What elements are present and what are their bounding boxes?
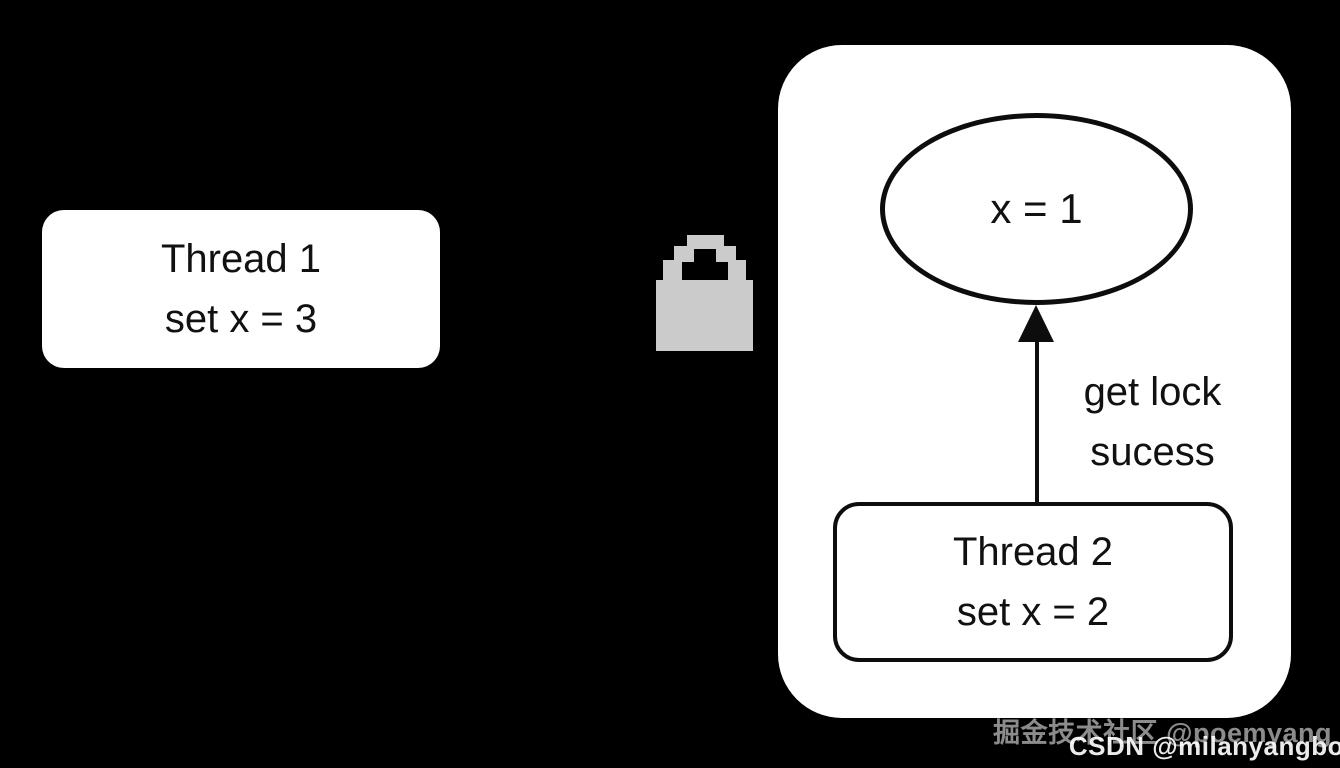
state-label: x = 1 <box>990 185 1083 232</box>
watermark-csdn: CSDN @milanyangbo <box>1068 731 1340 761</box>
thread1-action: set x = 3 <box>164 297 318 341</box>
state-ellipse: x = 1 <box>880 113 1193 305</box>
watermark-juejin: 掘金技术社区 @poemyang <box>993 718 1332 748</box>
thread1-title: Thread 1 <box>160 237 322 281</box>
arrow-up-icon <box>1018 305 1054 342</box>
arrow-line <box>1035 334 1039 502</box>
thread2-action: set x = 2 <box>956 590 1110 634</box>
arrow-label: get lock sucess <box>1045 362 1260 482</box>
thread2-title: Thread 2 <box>952 530 1114 574</box>
lock-icon <box>656 235 753 351</box>
arrow-label-line1: get lock <box>1083 370 1222 414</box>
thread2-box: Thread 2 set x = 2 <box>833 502 1233 662</box>
thread1-box: Thread 1 set x = 3 <box>42 210 440 368</box>
arrow-label-line2: sucess <box>1090 430 1215 474</box>
